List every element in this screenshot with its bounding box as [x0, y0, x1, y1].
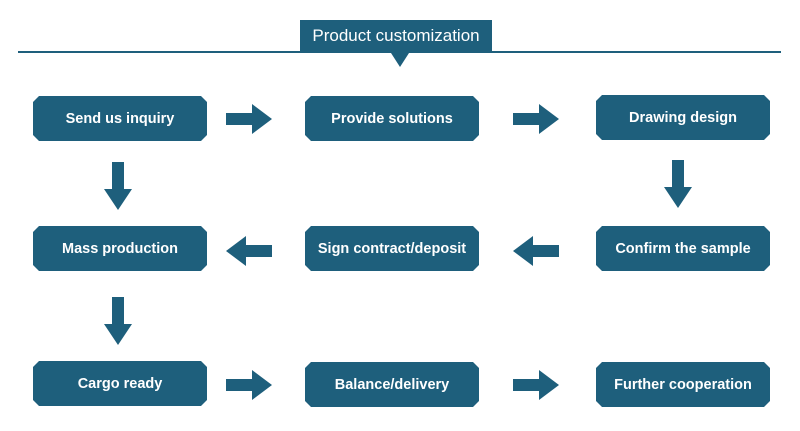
header-pointer	[391, 53, 409, 67]
arrow-left-icon	[226, 236, 272, 266]
step-send-inquiry: Send us inquiry	[33, 96, 207, 141]
arrow-right-icon	[226, 370, 272, 400]
header-divider	[18, 51, 781, 53]
arrow-right-icon	[513, 104, 559, 134]
page-title: Product customization	[300, 20, 492, 51]
step-further-cooperation: Further cooperation	[596, 362, 770, 407]
step-provide-solutions: Provide solutions	[305, 96, 479, 141]
step-drawing-design: Drawing design	[596, 95, 770, 140]
step-sign-contract: Sign contract/deposit	[305, 226, 479, 271]
arrow-left-icon	[513, 236, 559, 266]
arrow-down-icon	[104, 162, 132, 210]
arrow-right-icon	[226, 104, 272, 134]
step-cargo-ready: Cargo ready	[33, 361, 207, 406]
step-mass-production: Mass production	[33, 226, 207, 271]
arrow-down-icon	[104, 297, 132, 345]
arrow-down-icon	[664, 160, 692, 208]
arrow-right-icon	[513, 370, 559, 400]
step-confirm-sample: Confirm the sample	[596, 226, 770, 271]
step-balance-delivery: Balance/delivery	[305, 362, 479, 407]
